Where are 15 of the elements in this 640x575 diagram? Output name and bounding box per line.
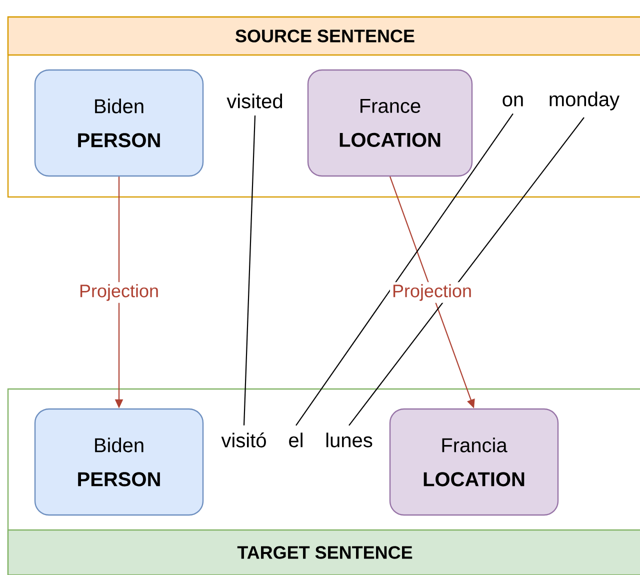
edge-label: Projection bbox=[76, 282, 162, 303]
alignment-line bbox=[348, 117, 584, 426]
word: lunes bbox=[326, 432, 372, 448]
entity-box: Biden PERSON bbox=[34, 408, 204, 516]
edge-label: Projection bbox=[390, 282, 474, 303]
word: visitó bbox=[221, 432, 266, 448]
word: on bbox=[502, 96, 523, 106]
alignment-line bbox=[296, 113, 514, 426]
word: el bbox=[289, 432, 302, 448]
word: visited bbox=[226, 94, 282, 108]
entity-box: Biden PERSON bbox=[34, 69, 204, 177]
word: monday bbox=[550, 92, 620, 110]
entity-box: France LOCATION bbox=[307, 69, 473, 177]
alignment-line bbox=[243, 116, 256, 426]
entity-box: Francia LOCATION bbox=[389, 408, 559, 516]
